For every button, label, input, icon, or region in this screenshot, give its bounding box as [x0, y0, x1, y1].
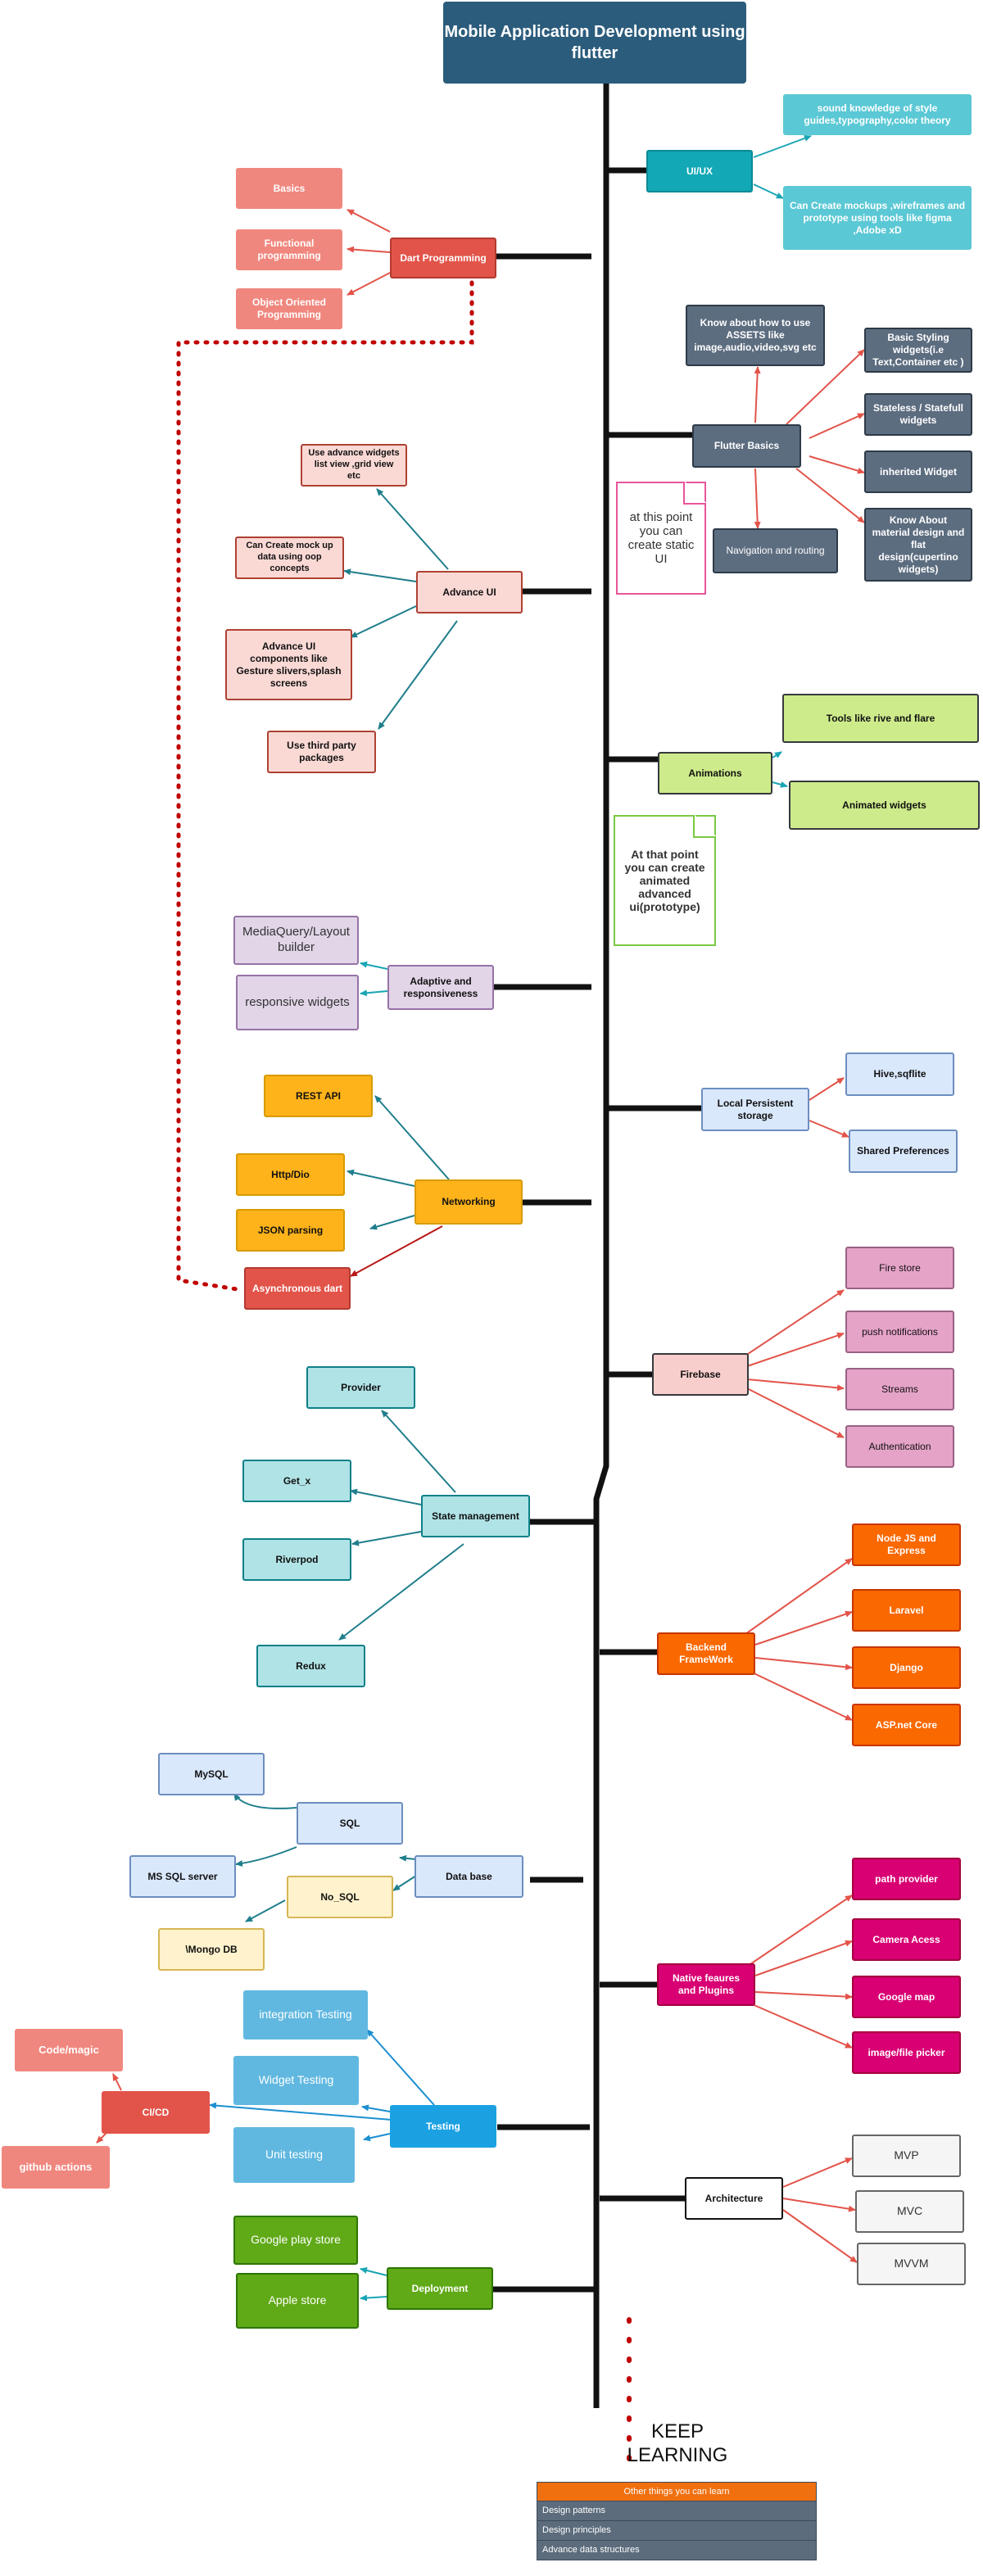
other-things-header: Other things you can learn: [537, 2483, 816, 2501]
adaptive-item[interactable]: MediaQuery/Layout builder: [233, 916, 359, 965]
topic-deployment[interactable]: Deployment: [387, 2267, 493, 2310]
deployment-item[interactable]: Google play store: [233, 2216, 358, 2265]
local-storage-item[interactable]: Shared Preferences: [849, 1130, 958, 1173]
flutter-basics-item[interactable]: inherited Widget: [864, 450, 972, 493]
networking-item[interactable]: Http/Dio: [236, 1153, 345, 1196]
topic-backend-framework[interactable]: Backend FrameWork: [657, 1632, 755, 1675]
topic-firebase[interactable]: Firebase: [652, 1353, 749, 1396]
topic-testing[interactable]: Testing: [390, 2105, 496, 2148]
topic-animations[interactable]: Animations: [658, 752, 772, 795]
architecture-item[interactable]: MVVM: [857, 2243, 966, 2285]
topic-state-management[interactable]: State management: [421, 1495, 530, 1537]
firebase-item[interactable]: Fire store: [845, 1247, 954, 1289]
backend-item[interactable]: Laravel: [852, 1589, 961, 1632]
database-sql[interactable]: SQL: [297, 1802, 403, 1845]
flutter-basics-item[interactable]: Know About material design and flat desi…: [864, 508, 972, 582]
firebase-item[interactable]: Authentication: [845, 1425, 954, 1468]
other-things-row[interactable]: Design patterns: [537, 2501, 816, 2521]
testing-item[interactable]: Unit testing: [233, 2127, 355, 2183]
backend-item[interactable]: Node JS and Express: [852, 1523, 961, 1566]
spine-branches: [492, 167, 701, 2293]
note-animated-ui: At that point you can create animated ad…: [614, 815, 716, 946]
networking-item[interactable]: REST API: [264, 1075, 373, 1117]
other-things-table: Other things you can learn Design patter…: [537, 2482, 817, 2560]
state-item[interactable]: Redux: [256, 1645, 365, 1687]
networking-item[interactable]: JSON parsing: [236, 1209, 345, 1252]
cicd-item[interactable]: github actions: [2, 2146, 110, 2189]
dart-item[interactable]: Functional programming: [236, 229, 342, 270]
testing-item[interactable]: integration Testing: [243, 1990, 368, 2040]
flutter-navigation-item[interactable]: Navigation and routing: [713, 528, 838, 573]
topic-advance-ui[interactable]: Advance UI: [416, 571, 523, 613]
native-item[interactable]: Camera Acess: [852, 1918, 961, 1961]
local-storage-item[interactable]: Hive,sqflite: [845, 1053, 954, 1096]
backend-item[interactable]: Django: [852, 1646, 961, 1689]
firebase-item[interactable]: push notifications: [845, 1311, 954, 1353]
testing-item[interactable]: Widget Testing: [233, 2056, 359, 2105]
other-things-row[interactable]: Advance data structures: [542, 2545, 640, 2555]
deployment-item[interactable]: Apple store: [236, 2273, 359, 2329]
topic-networking[interactable]: Networking: [414, 1179, 523, 1225]
animations-item[interactable]: Tools like rive and flare: [782, 694, 979, 743]
dart-item[interactable]: Object Oriented Programming: [236, 288, 342, 329]
database-item[interactable]: MySQL: [158, 1753, 265, 1795]
topic-adaptive-responsiveness[interactable]: Adaptive and responsiveness: [387, 965, 494, 1010]
advance-ui-item[interactable]: Advance UI components like Gesture slive…: [225, 629, 352, 700]
architecture-item[interactable]: MVP: [852, 2135, 961, 2177]
firebase-item[interactable]: Streams: [845, 1368, 954, 1410]
state-item[interactable]: Get_x: [242, 1460, 351, 1502]
cicd-item[interactable]: Code/magic: [15, 2029, 123, 2071]
cicd-node[interactable]: CI/CD: [102, 2091, 210, 2134]
topic-dart-programming[interactable]: Dart Programming: [390, 238, 496, 278]
uiux-item[interactable]: Can Create mockups ,wireframes and proto…: [783, 186, 972, 250]
database-item[interactable]: \Mongo DB: [158, 1928, 265, 1971]
topic-uiux[interactable]: UI/UX: [646, 150, 753, 192]
dart-async-dotted-link: [176, 280, 474, 1293]
page-title: Mobile Application Development using flu…: [443, 2, 746, 84]
keep-learning-label: KEEP LEARNING: [627, 2420, 728, 2466]
flutter-assets-item[interactable]: Know about how to use ASSETS like image,…: [686, 305, 825, 366]
flutter-basics-item[interactable]: Basic Styling widgets(i.e Text,Container…: [864, 328, 972, 373]
main-spine: [593, 84, 609, 2408]
note-static-ui: at this point you can create static UI: [616, 482, 706, 595]
networking-item[interactable]: Asynchronous dart: [244, 1267, 351, 1310]
uiux-item[interactable]: sound knowledge of style guides,typograp…: [783, 94, 972, 135]
advance-ui-item[interactable]: Can Create mock up data using oop concep…: [235, 536, 344, 579]
backend-item[interactable]: ASP.net Core: [852, 1704, 961, 1746]
flutter-basics-item[interactable]: Stateless / Statefull widgets: [864, 393, 972, 436]
dart-item[interactable]: Basics: [236, 168, 342, 209]
state-item[interactable]: Riverpod: [242, 1538, 351, 1581]
native-item[interactable]: path provider: [852, 1858, 961, 1900]
advance-ui-item[interactable]: Use advance widgets list view ,grid view…: [301, 444, 407, 487]
topic-flutter-basics[interactable]: Flutter Basics: [692, 424, 801, 468]
animations-item[interactable]: Animated widgets: [789, 781, 980, 830]
state-item[interactable]: Provider: [306, 1366, 415, 1409]
topic-native-features-plugins[interactable]: Native feaures and Plugins: [657, 1963, 755, 2006]
other-things-row[interactable]: Design principles: [537, 2521, 816, 2541]
architecture-item[interactable]: MVC: [855, 2190, 964, 2233]
topic-local-persistent-storage[interactable]: Local Persistent storage: [701, 1088, 809, 1131]
advance-ui-item[interactable]: Use third party packages: [267, 731, 376, 773]
native-item[interactable]: Google map: [852, 1976, 961, 2018]
topic-architecture[interactable]: Architecture: [685, 2177, 783, 2220]
native-item[interactable]: image/file picker: [852, 2031, 961, 2074]
adaptive-item[interactable]: responsive widgets: [236, 975, 359, 1030]
topic-database[interactable]: Data base: [414, 1855, 523, 1898]
database-item[interactable]: MS SQL server: [129, 1855, 236, 1898]
database-nosql[interactable]: No_SQL: [287, 1876, 393, 1918]
